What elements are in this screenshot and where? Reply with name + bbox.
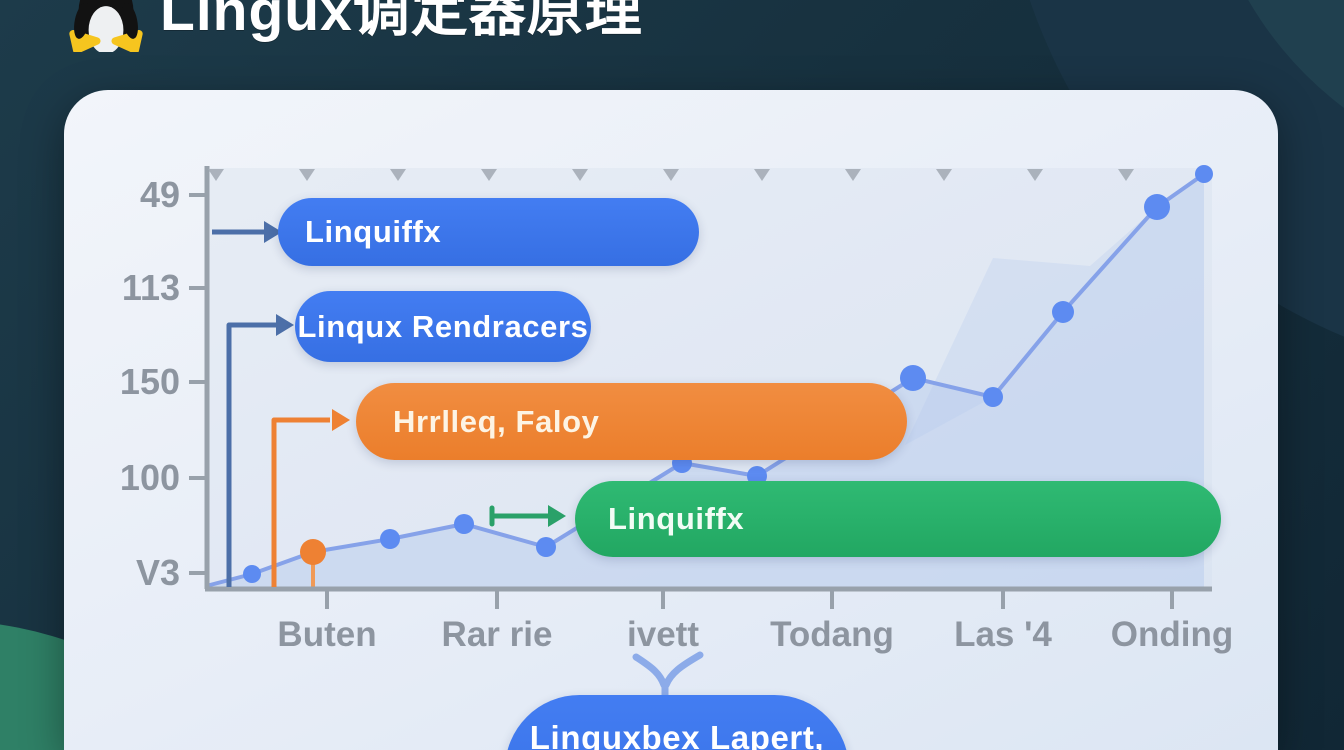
callout-pill-linquiffx-green: Linquiffx	[575, 481, 1221, 557]
callout-pill-hrrlleq-faloy: Hrrlleq, Faloy	[356, 383, 907, 460]
callout-pill-linguxbex-lapert: Linguxbex Lapert,	[505, 695, 849, 750]
callout-pill-linquiffx-top: Linquiffx	[278, 198, 699, 266]
tux-penguin-icon	[69, 0, 143, 52]
callout-pill-linqux-rendracers: Linqux Rendracers	[295, 291, 591, 362]
page-title: Lingux调定器原理	[160, 0, 643, 43]
